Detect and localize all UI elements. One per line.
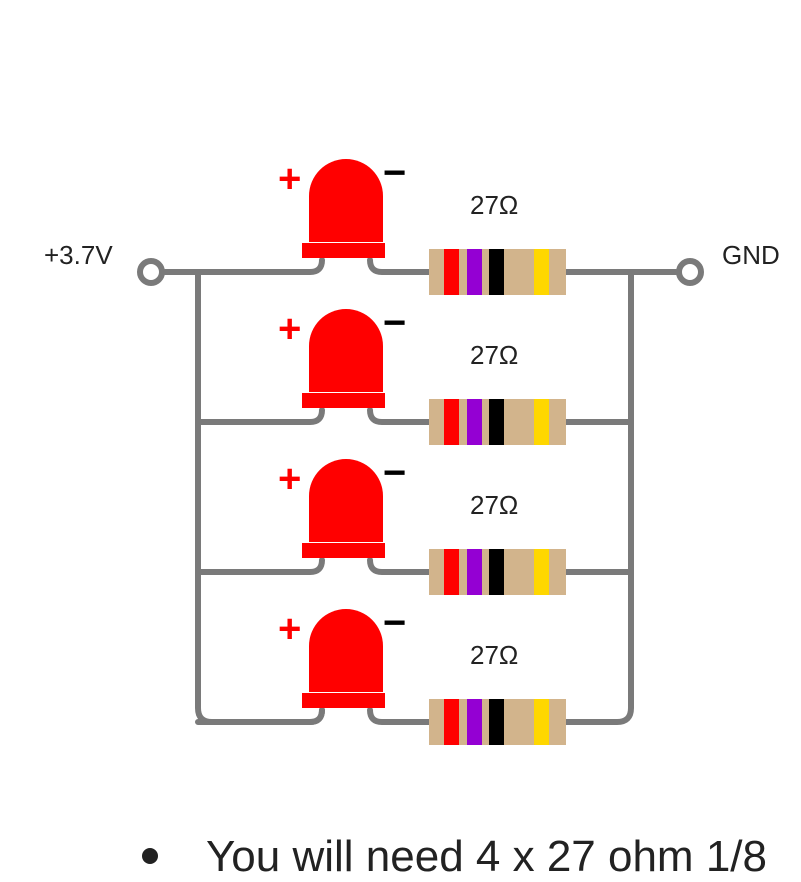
led-cathode-minus-icon: − [383,601,406,645]
led-cathode-wire [367,407,433,425]
resistor-band-tolerance [534,549,549,595]
instruction-text: You will need 4 x 27 ohm 1/8 [206,832,767,881]
resistor [429,399,566,445]
led-flange [302,543,385,558]
resistor-band-2 [467,399,482,445]
resistor-band-1 [444,249,459,295]
resistor-band-tolerance [534,249,549,295]
led [302,309,385,408]
led-branch: + − 27Ω [195,451,634,595]
instruction-bullet: You will need 4 x 27 ohm 1/8 [140,832,767,882]
resistor [429,249,566,295]
resistor [429,699,566,745]
ground-label: GND [722,240,780,270]
led-dome [309,309,383,392]
led-cathode-wire [367,557,433,575]
led-anode-plus-icon: + [278,457,301,501]
led-anode-plus-icon: + [278,607,301,651]
led-branch: + − 27Ω [278,151,634,295]
led-cathode-wire [367,707,433,725]
resistor-band-2 [467,549,482,595]
resistor-band-3 [489,699,504,745]
resistor-band-3 [489,549,504,595]
resistor-value-label: 27Ω [470,190,518,220]
resistor-band-1 [444,549,459,595]
led-branch: + − 27Ω [195,301,634,445]
led-flange [302,243,385,258]
resistor-band-2 [467,249,482,295]
branch-supply-wire [195,707,325,725]
resistor-value-label: 27Ω [470,340,518,370]
resistor-band-1 [444,399,459,445]
resistor-band-tolerance [534,399,549,445]
circuit-diagram: +3.7V GND + − 27Ω + − 27Ω + − 27Ω + − 27Ω [44,151,780,745]
resistor [429,549,566,595]
resistor-band-3 [489,399,504,445]
led-flange [302,393,385,408]
resistor-value-label: 27Ω [470,640,518,670]
supply-terminal [137,258,165,286]
ground-terminal [676,258,704,286]
branch-supply-wire [195,557,325,575]
led-branch: + − 27Ω [195,601,566,745]
ground-rail [562,269,679,725]
led-cathode-wire [367,257,433,275]
led-flange [302,693,385,708]
led-dome [309,459,383,542]
supply-voltage-label: +3.7V [44,240,113,270]
led-anode-plus-icon: + [278,157,301,201]
led [302,609,385,708]
led-anode-plus-icon: + [278,307,301,351]
led-cathode-minus-icon: − [383,151,406,195]
bullet-icon [142,848,158,865]
resistor-band-tolerance [534,699,549,745]
resistor-band-2 [467,699,482,745]
branch-supply-wire [195,407,325,425]
led-dome [309,609,383,692]
resistor-band-1 [444,699,459,745]
led-cathode-minus-icon: − [383,301,406,345]
resistor-band-3 [489,249,504,295]
led [302,159,385,258]
led-cathode-minus-icon: − [383,451,406,495]
led [302,459,385,558]
led-dome [309,159,383,242]
resistor-value-label: 27Ω [470,490,518,520]
